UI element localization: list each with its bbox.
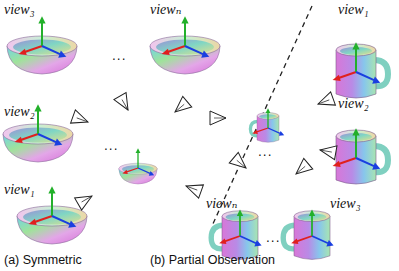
view-label: view₂	[4, 104, 35, 119]
panel-caption: (b) Partial Observation	[150, 254, 275, 268]
view-label: view₃	[4, 2, 35, 17]
ellipsis: ...	[112, 50, 126, 63]
view-label: viewₙ	[206, 196, 237, 211]
divider	[212, 6, 312, 226]
panel-caption: (a) Symmetric	[4, 254, 82, 268]
view-label: view₁	[338, 2, 369, 17]
view-label: view₂	[338, 96, 369, 111]
view-label: view₃	[330, 196, 361, 211]
ellipsis: ...	[258, 146, 272, 159]
ellipsis: ...	[104, 140, 118, 153]
view-label: view₁	[4, 182, 35, 197]
view-label: viewₙ	[150, 2, 181, 17]
ellipsis: ...	[266, 232, 280, 245]
